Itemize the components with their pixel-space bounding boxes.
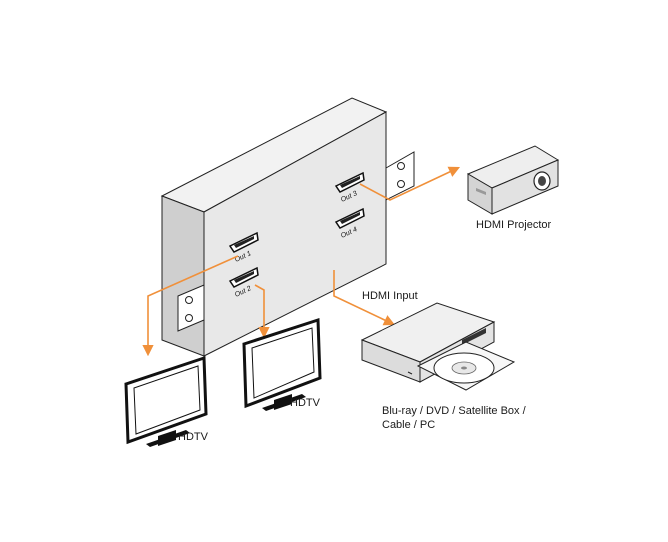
right-mounting-bracket (385, 151, 415, 201)
cable-out2-to-hdtv-right (254, 284, 270, 339)
hdtv-right-label: HDTV (290, 397, 321, 409)
cables (142, 166, 461, 357)
splitter-side-face (161, 195, 205, 357)
hdtv-right (242, 317, 322, 411)
hdtv-left-label: HDTV (178, 431, 209, 443)
cable-input-from-source (333, 270, 396, 326)
hdtv-left (124, 355, 208, 447)
hdmi-splitter-box: Out 1 Out 2 Out 3 Out 4 (160, 97, 415, 357)
projector-label: HDMI Projector (476, 219, 552, 231)
source-label-line2: Cable / PC (382, 419, 435, 431)
bluray-player (360, 302, 516, 391)
cable-out3-to-projector (359, 166, 461, 201)
source-label-line1: Blu-ray / DVD / Satellite Box / (382, 405, 527, 417)
left-mounting-bracket (177, 284, 205, 332)
cable-out1-to-hdtv-left (142, 255, 239, 357)
hdmi-projector (466, 145, 560, 215)
hdmi-input-label: HDMI Input (362, 290, 418, 302)
